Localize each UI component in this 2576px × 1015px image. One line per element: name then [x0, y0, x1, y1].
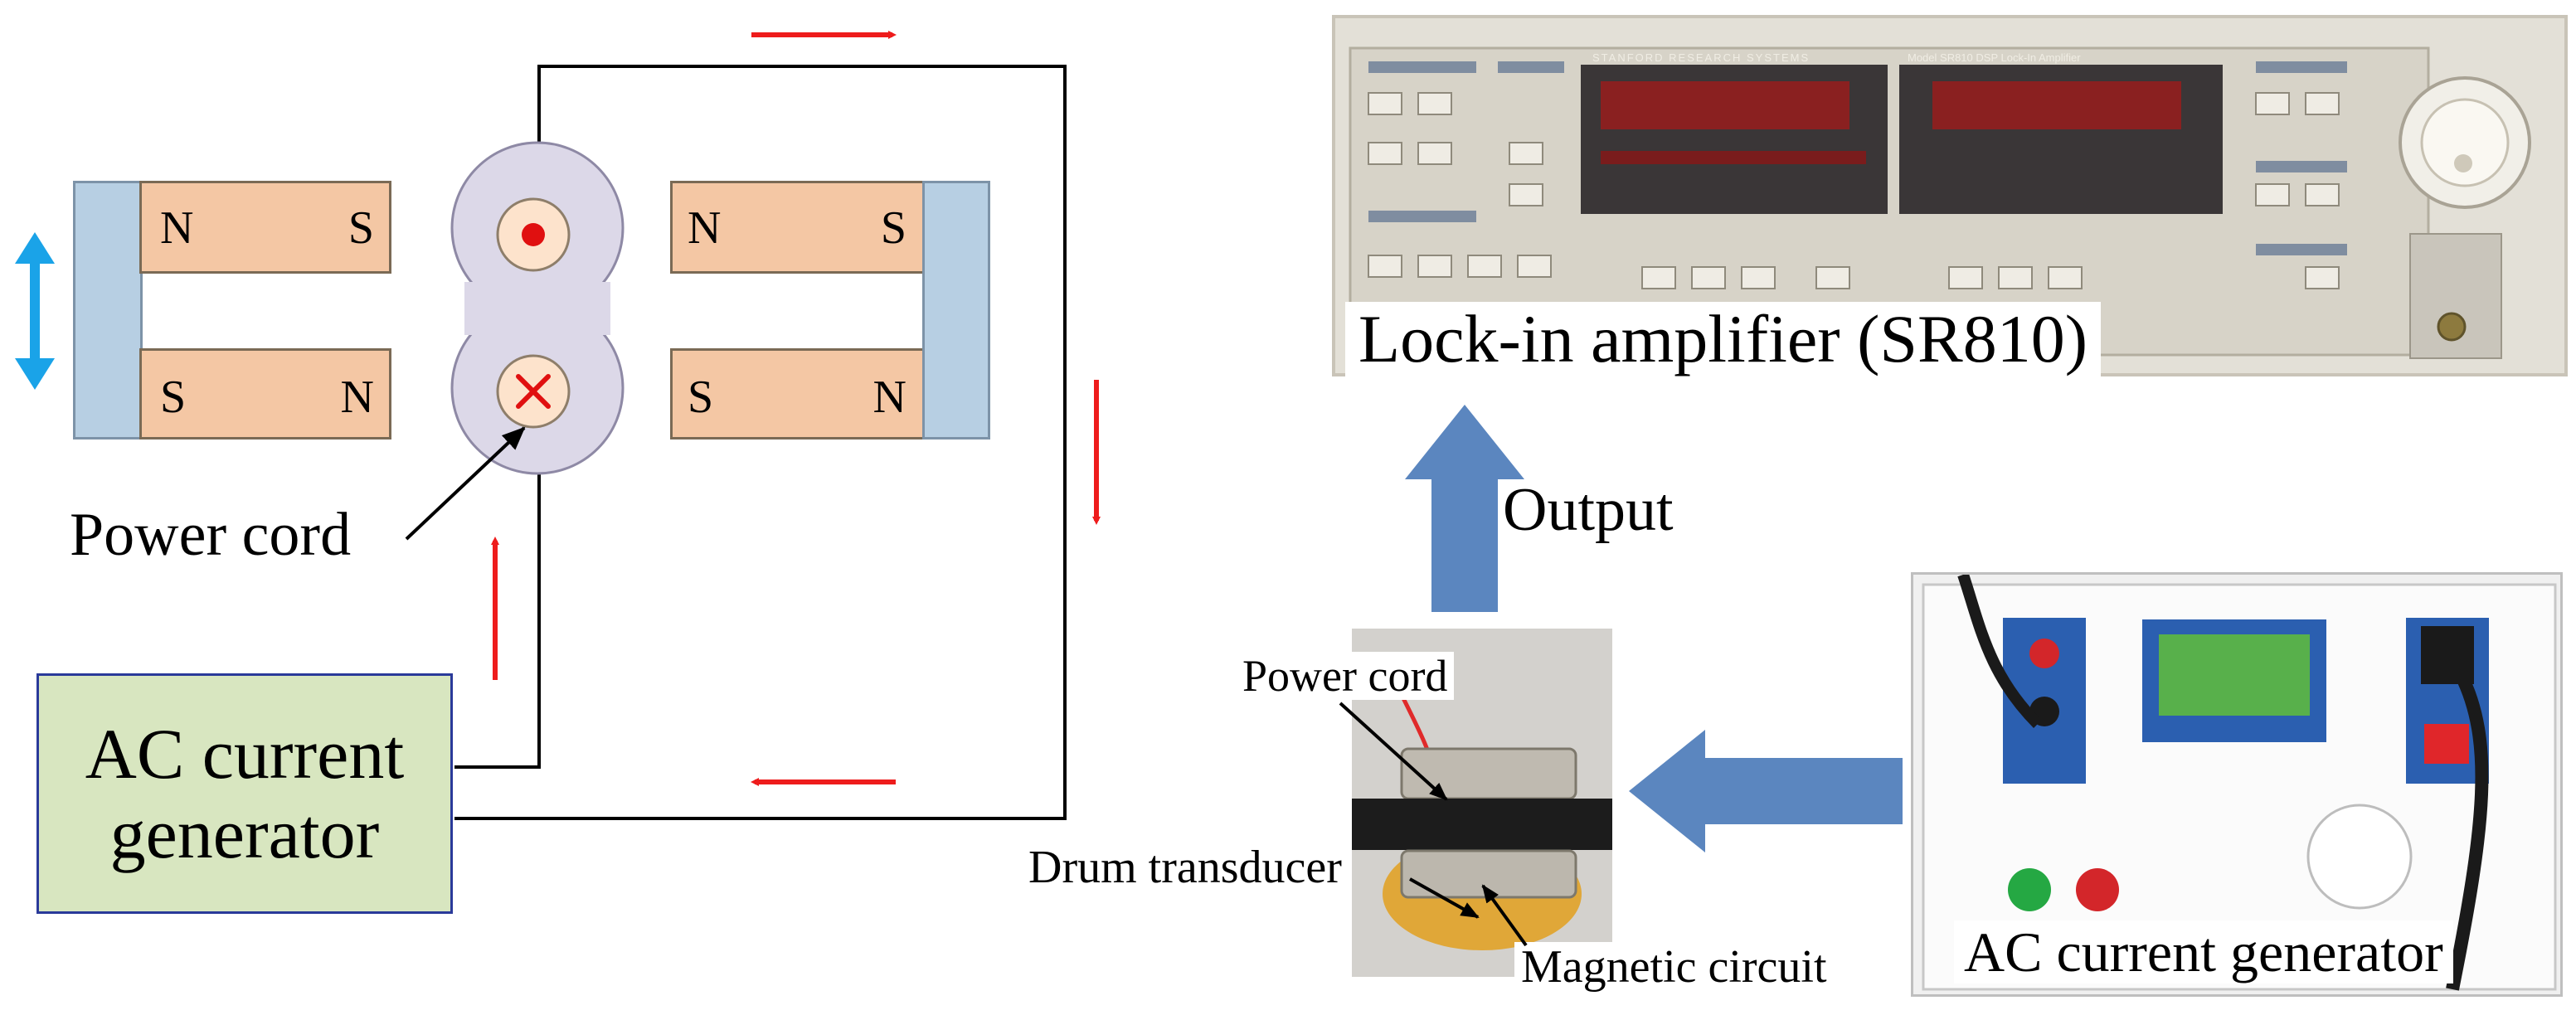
left-yoke — [73, 181, 143, 440]
pole-label: N — [688, 202, 722, 254]
pole-label: N — [340, 372, 374, 423]
power-cord-pointer — [405, 426, 526, 541]
pole-label: S — [348, 202, 374, 254]
right-yoke — [922, 181, 990, 440]
lockin-model-text: Model SR810 DSP Lock-In Amplifier — [1908, 51, 2081, 64]
pole-label: S — [880, 202, 906, 254]
left-magnet-bottom: S N — [139, 348, 391, 440]
left-magnet-top: N S — [139, 181, 391, 274]
right-magnet-bottom: S N — [670, 348, 927, 440]
output-label: Output — [1503, 476, 1674, 544]
pole-label: N — [160, 202, 194, 254]
ac-generator-label: AC current generator — [85, 713, 405, 873]
transducer-power-cord-label: Power cord — [1236, 652, 1455, 700]
magnetic-circuit-label: Magnetic circuit — [1514, 942, 1834, 992]
ac-generator-box: AC current generator — [36, 673, 453, 914]
power-cord-label: Power cord — [70, 501, 352, 569]
ac-generator-photo-label: AC current generator — [1954, 920, 2453, 983]
pole-label: N — [872, 372, 906, 423]
input-arrow — [1629, 730, 1903, 852]
pole-label: S — [688, 372, 714, 423]
pole-label: S — [160, 372, 187, 423]
wire-inner — [454, 469, 541, 769]
power-cord-cross-section — [450, 141, 625, 475]
right-magnet-top: N S — [670, 181, 927, 274]
drum-transducer-label: Drum transducer — [1022, 843, 1349, 892]
double-arrow-icon — [15, 232, 55, 390]
output-arrow — [1405, 405, 1524, 612]
lockin-amplifier-label: Lock-in amplifier (SR810) — [1345, 302, 2102, 380]
wire-outer — [454, 65, 1067, 820]
lockin-brand-text: STANFORD RESEARCH SYSTEMS — [1592, 51, 1810, 64]
